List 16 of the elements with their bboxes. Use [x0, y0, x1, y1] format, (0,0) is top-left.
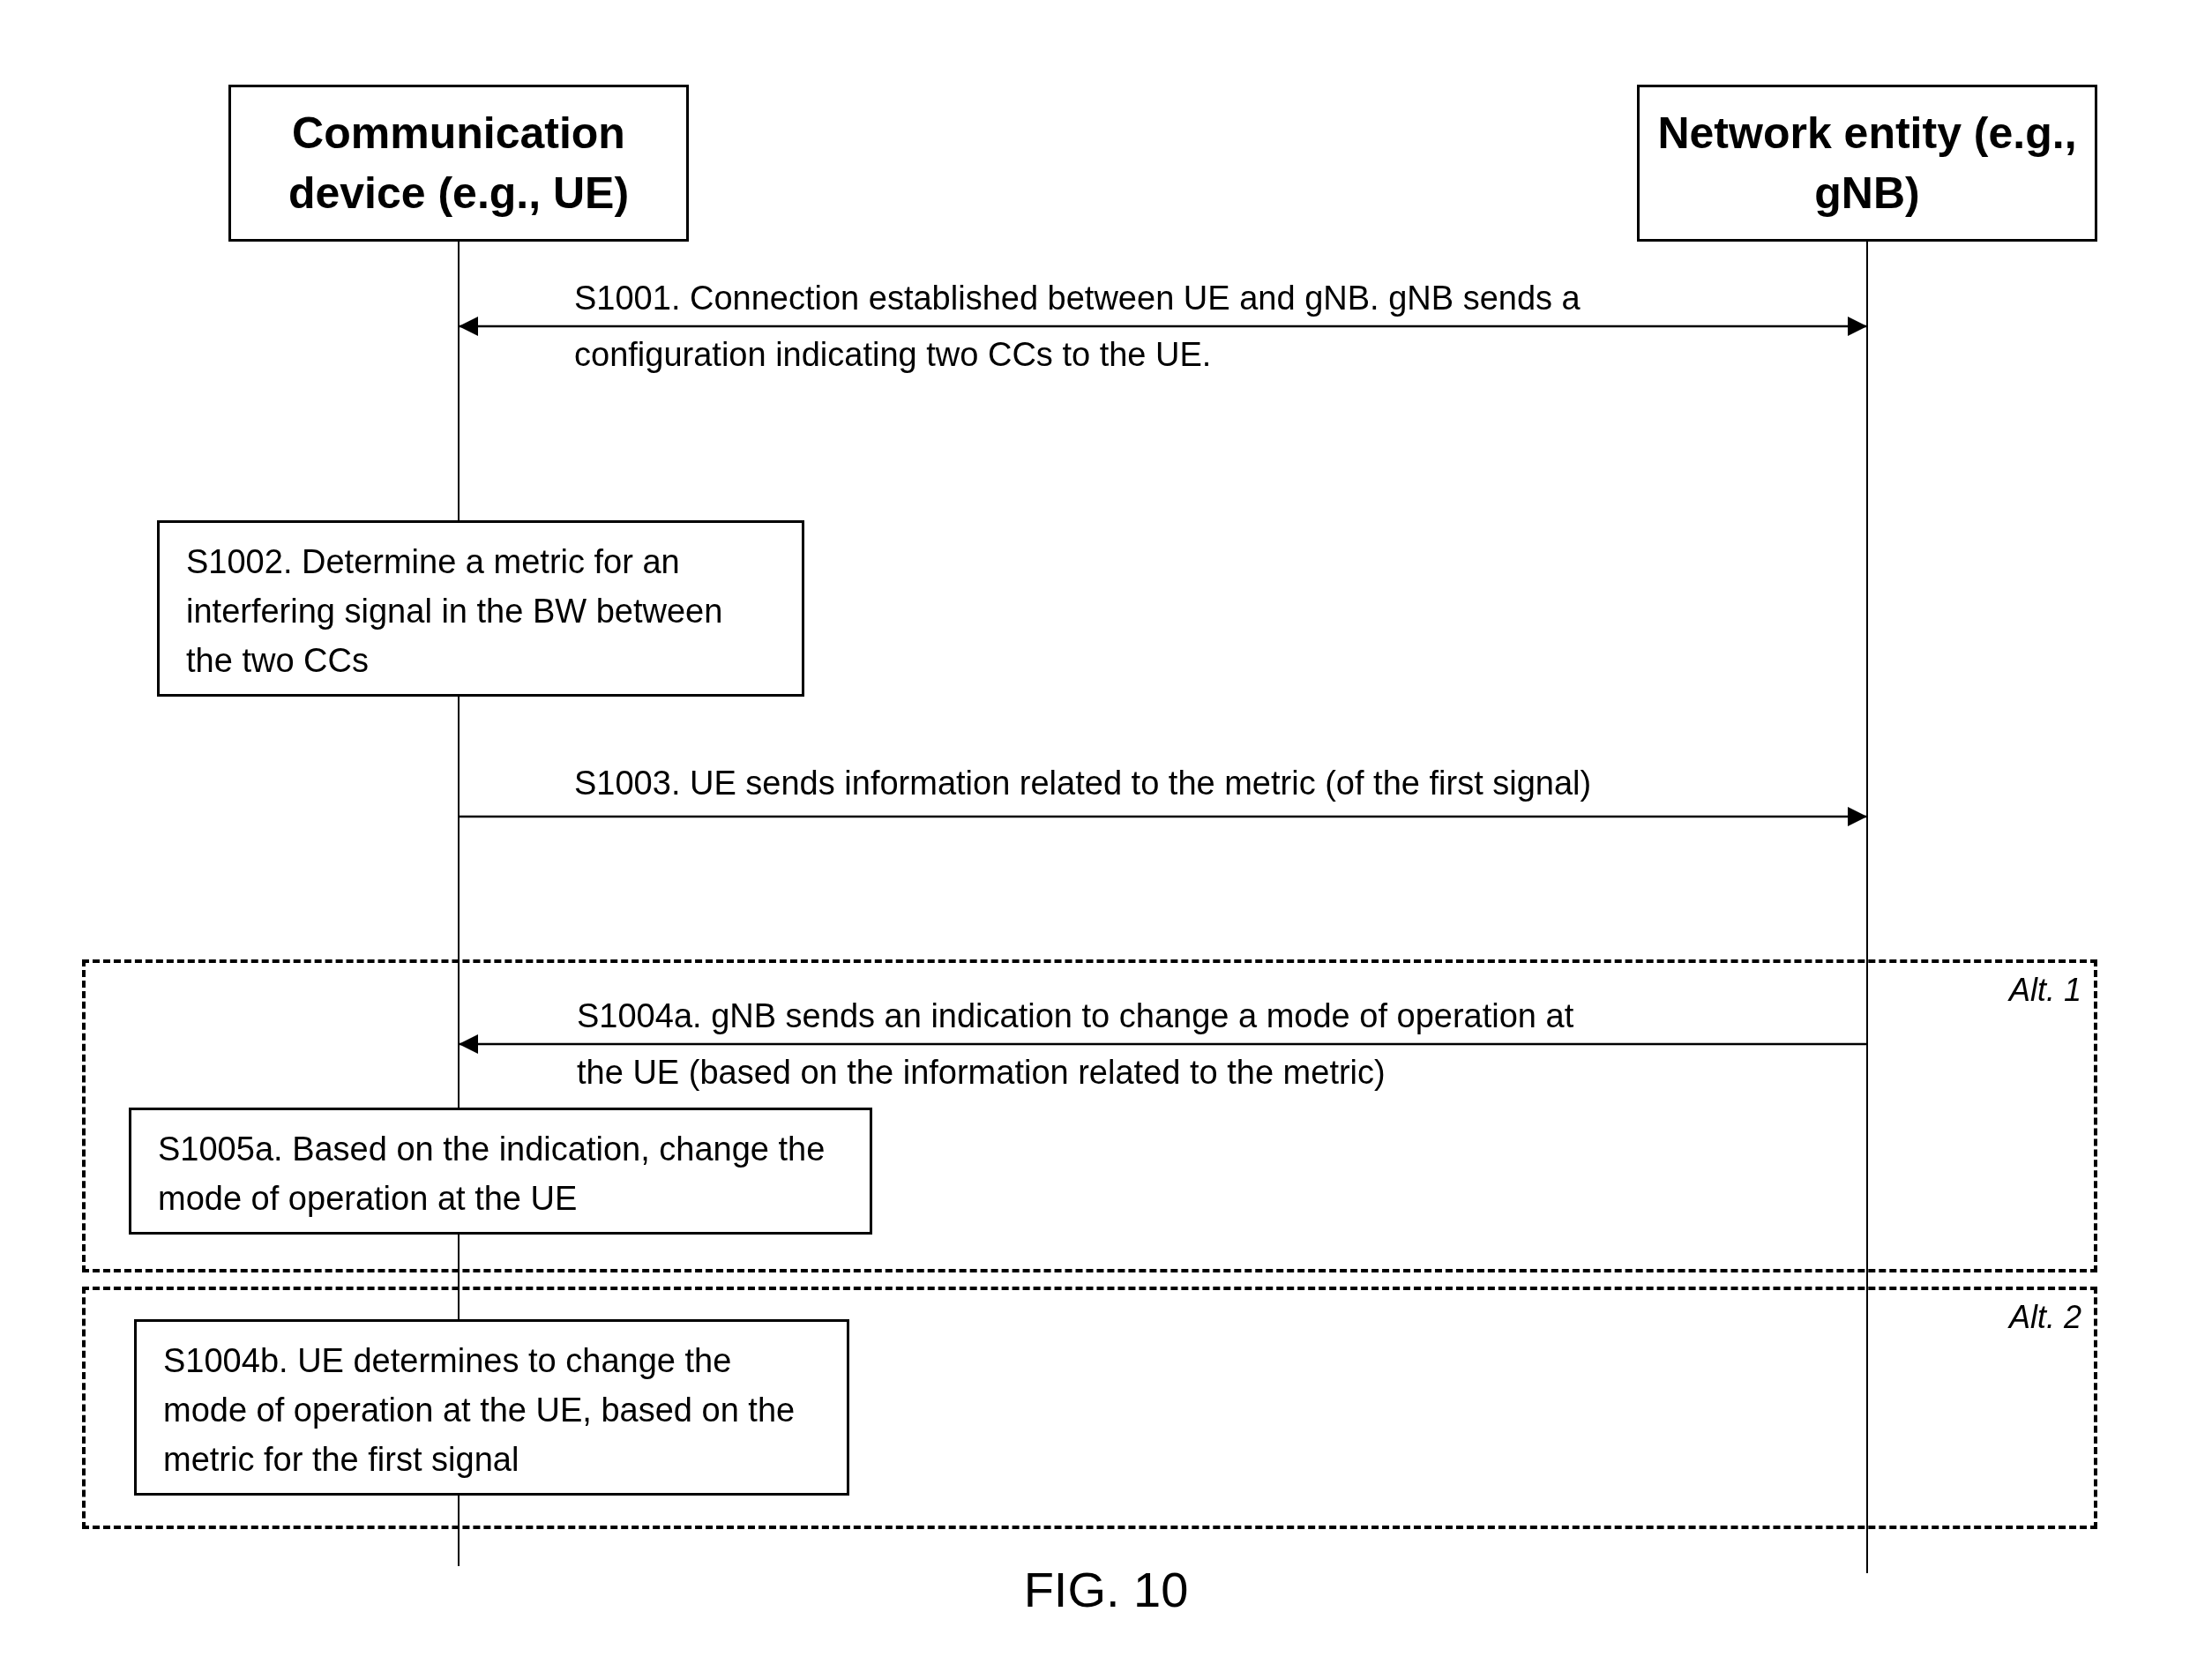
alternative-frame: [82, 959, 2097, 1272]
process-box: S1004b. UE determines to change the mode of operation at the UE, based on the metric for the first signal: [134, 1319, 849, 1496]
message-label: S1001. Connection established between UE and gNB. gNB sends a configuration indicating two CCs to the UE.: [574, 279, 1581, 375]
process-box: S1005a. Based on the indication, change the mode of operation at the UE: [129, 1108, 872, 1235]
message-label: S1003. UE sends information related to the metric (of the first signal): [574, 764, 1593, 803]
alternative-frame: [82, 1287, 2097, 1529]
figure-caption: FIG. 10: [1022, 1561, 1190, 1618]
frame-label: Alt. 2: [2008, 1299, 2081, 1336]
participant-box: Network entity (e.g., gNB): [1637, 85, 2097, 242]
message-label: S1004a. gNB sends an indication to change a mode of operation at the UE (based on the information related to the metric): [577, 996, 1575, 1093]
frame-label: Alt. 1: [2008, 972, 2081, 1009]
participant-box: Communication device (e.g., UE): [228, 85, 689, 242]
arrow: [459, 317, 1867, 336]
arrow: [459, 1034, 1867, 1054]
process-box: S1002. Determine a metric for an interfering signal in the BW between the two CCs: [157, 520, 804, 697]
arrow: [459, 807, 1867, 826]
